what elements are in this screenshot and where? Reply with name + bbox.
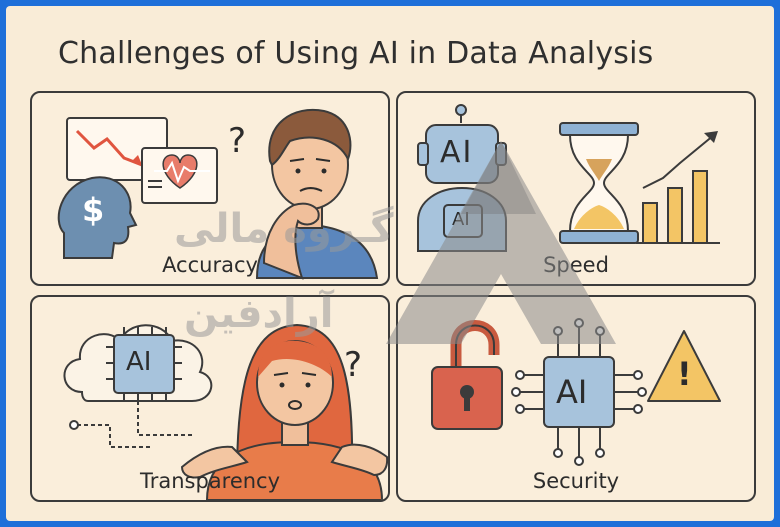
right-hand-icon [330,443,388,477]
dollar-glyph: $ [82,191,105,229]
chip-ai-text: AI [556,373,588,411]
left-hand-icon [180,445,249,479]
accuracy-illustration [57,108,379,280]
robot-ai-text: AI [440,135,474,170]
chip-ai-text: AI [126,347,152,377]
question-mark-icon: ? [344,345,363,385]
page-title: Challenges of Using AI in Data Analysis [58,36,654,71]
head-dollar-icon [57,176,138,259]
question-mark-icon: ? [228,121,247,161]
watermark-text-line1: گـروه مالی [174,206,394,252]
warning-icon [647,330,721,402]
security-illustration [431,318,721,466]
panel-label-transparency: Transparency [139,469,281,493]
person-hair [268,108,352,167]
panel-accuracy: $ ? Accuracy [30,91,390,286]
panel-label-accuracy: Accuracy [162,253,258,277]
person-hand [262,202,320,280]
panel-speed: AI AI Speed [396,91,756,286]
warning-exclamation: ! [677,355,692,393]
robot-chest-ai-text: AI [452,209,470,230]
watermark-text-line2: آرادفین [184,291,334,337]
panel-transparency: AI ? Transparency [30,295,390,502]
panel-security: AI ! Security [396,295,756,502]
panel-label-security: Security [532,469,620,493]
transparency-illustration [63,323,388,500]
hourglass-icon [559,122,639,136]
growth-bar-chart-icon [642,202,658,244]
infographic-frame: Challenges of Using AI in Data Analysis [6,6,774,521]
panel-label-speed: Speed [543,253,609,277]
